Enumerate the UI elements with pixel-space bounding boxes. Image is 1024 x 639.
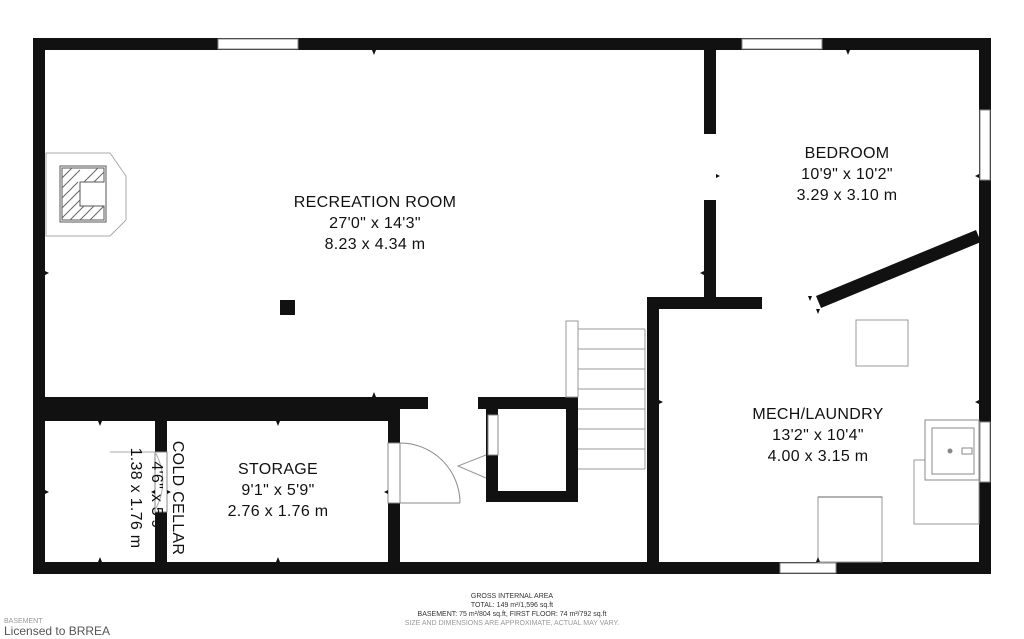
sink-icon [924,419,980,481]
room-size-imperial: 13'2" x 10'4" [772,427,864,444]
fireplace-icon [45,152,127,237]
room-name: COLD CELLAR [169,440,186,556]
storage-label: STORAGE 9'1" x 5'9" 2.76 x 1.76 m [198,459,358,522]
room-size-metric: 1.38 x 1.76 m [127,447,144,549]
stairs-icon [456,320,646,479]
bedroom-label: BEDROOM 10'9" x 10'2" 3.29 x 3.10 m [767,143,927,206]
room-size-metric: 8.23 x 4.34 m [324,236,426,253]
room-size-metric: 2.76 x 1.76 m [227,503,329,520]
column-icon [280,300,295,315]
gross-area-title: GROSS INTERNAL AREA [470,593,554,600]
gross-area-summary: GROSS INTERNAL AREA TOTAL: 149 m²/1,596 … [0,592,1024,628]
room-size-imperial: 9'1" x 5'9" [241,482,315,499]
dimension-disclaimer: SIZE AND DIMENSIONS ARE APPROXIMATE, ACT… [404,620,620,627]
license-text: Licensed to BRREA [4,624,111,638]
mech-laundry-label: MECH/LAUNDRY 13'2" x 10'4" 4.00 x 3.15 m [733,404,903,467]
room-size-imperial: 27'0" x 14'3" [329,215,421,232]
room-name: MECH/LAUNDRY [752,406,884,423]
windows [217,38,991,574]
room-name: BEDROOM [804,145,890,162]
room-size-imperial: 4'6" x 5'9" [148,461,165,535]
floor-name: BASEMENT [4,618,43,625]
room-size-metric: 4.00 x 3.15 m [767,448,869,465]
room-size-imperial: 10'9" x 10'2" [801,166,893,183]
recreation-room-label: RECREATION ROOM 27'0" x 14'3" 8.23 x 4.3… [245,192,505,255]
cold-cellar-label: COLD CELLAR 4'6" x 5'9" 1.38 x 1.76 m [86,423,196,573]
door-icon [110,414,499,513]
room-name: STORAGE [237,461,319,478]
room-size-metric: 3.29 x 3.10 m [796,187,898,204]
gross-area-floors: BASEMENT: 75 m²/804 sq.ft, FIRST FLOOR: … [417,611,607,618]
dimension-arrow-icon [45,50,979,562]
room-name: RECREATION ROOM [293,194,457,211]
gross-area-total: TOTAL: 149 m²/1,596 sq.ft [470,602,554,609]
floor-plan [33,38,991,574]
interior-walls [33,38,981,574]
